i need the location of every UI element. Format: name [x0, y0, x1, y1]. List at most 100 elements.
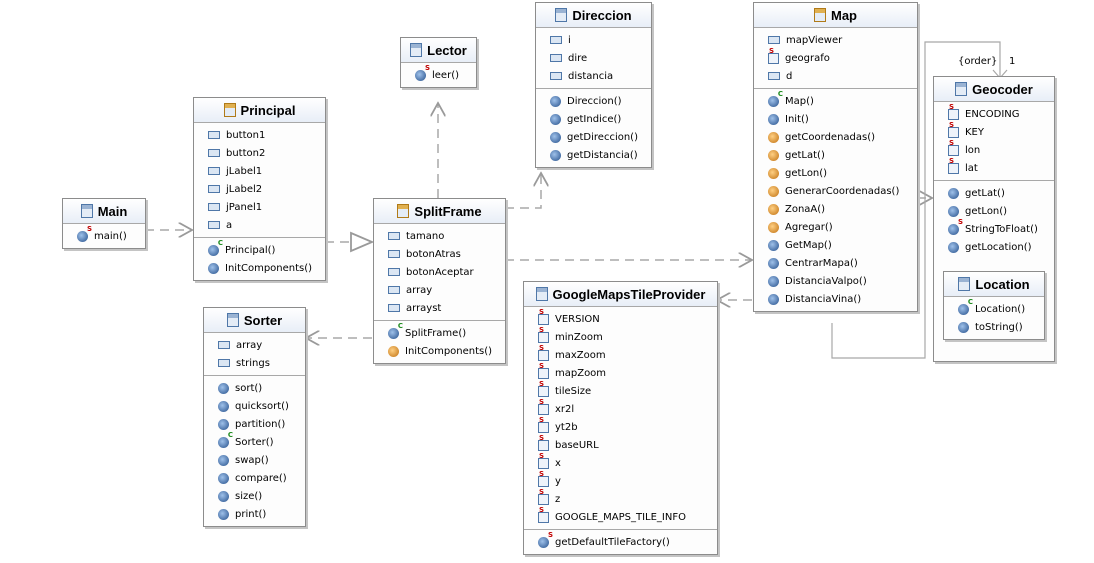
operation-row[interactable]: Init(): [768, 110, 917, 128]
class-box-main[interactable]: Mainmain(): [62, 198, 146, 249]
operation-name: swap(): [235, 454, 269, 466]
operation-row[interactable]: getDistancia(): [550, 146, 651, 164]
operation-row[interactable]: CentrarMapa(): [768, 254, 917, 272]
attribute-row[interactable]: i: [550, 31, 651, 49]
attribute-name: d: [786, 70, 793, 82]
attribute-row[interactable]: ENCODING: [948, 103, 1054, 123]
operation-name: SplitFrame(): [405, 327, 467, 339]
attribute-row[interactable]: xr2l: [538, 398, 717, 418]
operation-row[interactable]: getLon(): [948, 202, 1054, 220]
operation-name: getDefaultTileFactory(): [555, 536, 670, 548]
operation-row[interactable]: sort(): [218, 379, 305, 397]
attribute-row[interactable]: button1: [208, 126, 325, 144]
attribute-name: jPanel1: [226, 201, 263, 213]
attribute-row[interactable]: x: [538, 452, 717, 472]
operation-row[interactable]: StringToFloat(): [948, 218, 1054, 238]
operation-row[interactable]: getIndice(): [550, 110, 651, 128]
attribute-row[interactable]: array: [218, 336, 305, 354]
class-box-location[interactable]: LocationLocation()toString(): [943, 271, 1045, 340]
class-name: SplitFrame: [414, 203, 482, 219]
attribute-row[interactable]: lat: [948, 157, 1054, 177]
private-method-icon: [768, 203, 779, 215]
operation-row[interactable]: DistanciaValpo(): [768, 272, 917, 290]
class-name: Sorter: [243, 312, 283, 328]
operation-row[interactable]: getLocation(): [948, 238, 1054, 256]
attribute-row[interactable]: z: [538, 488, 717, 508]
operation-name: sort(): [235, 382, 263, 394]
operation-row[interactable]: getCoordenadas(): [768, 128, 917, 146]
operation-row[interactable]: getDireccion(): [550, 128, 651, 146]
attribute-row[interactable]: arrayst: [388, 299, 505, 317]
attribute-row[interactable]: jPanel1: [208, 198, 325, 216]
operation-name: getDistancia(): [567, 149, 638, 161]
operation-row[interactable]: getLat(): [948, 184, 1054, 202]
operation-row[interactable]: print(): [218, 505, 305, 523]
attribute-row[interactable]: jLabel1: [208, 162, 325, 180]
operation-row[interactable]: Map(): [768, 90, 917, 110]
attribute-row[interactable]: jLabel2: [208, 180, 325, 198]
operation-row[interactable]: Agregar(): [768, 218, 917, 236]
attribute-row[interactable]: minZoom: [538, 326, 717, 346]
attribute-row[interactable]: tileSize: [538, 380, 717, 400]
operation-row[interactable]: compare(): [218, 469, 305, 487]
field-icon: [550, 72, 562, 80]
attribute-row[interactable]: d: [768, 67, 917, 85]
attribute-row[interactable]: geografo: [768, 47, 917, 67]
operation-row[interactable]: getLon(): [768, 164, 917, 182]
attribute-row[interactable]: button2: [208, 144, 325, 162]
class-box-lector[interactable]: Lectorleer(): [400, 37, 477, 88]
attribute-row[interactable]: baseURL: [538, 434, 717, 454]
operation-name: InitComponents(): [225, 262, 313, 274]
operation-row[interactable]: getDefaultTileFactory(): [538, 531, 717, 551]
attribute-name: tamano: [406, 230, 445, 242]
attribute-row[interactable]: VERSION: [538, 308, 717, 328]
class-box-gmtp[interactable]: GoogleMapsTileProviderVERSIONminZoommaxZ…: [523, 281, 718, 555]
attribute-row[interactable]: dire: [550, 49, 651, 67]
class-box-map[interactable]: MapmapViewergeografodMap()Init()getCoord…: [753, 2, 918, 312]
attribute-row[interactable]: tamano: [388, 227, 505, 245]
attribute-row[interactable]: yt2b: [538, 416, 717, 436]
operation-row[interactable]: ZonaA(): [768, 200, 917, 218]
operation-row[interactable]: Principal(): [208, 239, 325, 259]
operation-name: Agregar(): [785, 221, 833, 233]
attribute-row[interactable]: mapViewer: [768, 31, 917, 49]
operation-row[interactable]: partition(): [218, 415, 305, 433]
operation-row[interactable]: main(): [77, 225, 145, 245]
attribute-row[interactable]: botonAtras: [388, 245, 505, 263]
operation-row[interactable]: GetMap(): [768, 236, 917, 254]
operation-row[interactable]: GenerarCoordenadas(): [768, 182, 917, 200]
method-icon: [768, 239, 779, 251]
operation-row[interactable]: Direccion(): [550, 92, 651, 110]
operation-row[interactable]: DistanciaVina(): [768, 290, 917, 308]
operation-row[interactable]: toString(): [958, 318, 1044, 336]
attribute-row[interactable]: mapZoom: [538, 362, 717, 382]
attribute-row[interactable]: botonAceptar: [388, 263, 505, 281]
operation-row[interactable]: SplitFrame(): [388, 322, 505, 342]
attribute-row[interactable]: maxZoom: [538, 344, 717, 364]
operation-row[interactable]: leer(): [415, 64, 476, 84]
class-name: Location: [975, 276, 1030, 292]
attribute-name: jLabel1: [226, 165, 263, 177]
operation-row[interactable]: InitComponents(): [388, 342, 505, 360]
operation-row[interactable]: getLat(): [768, 146, 917, 164]
attribute-row[interactable]: y: [538, 470, 717, 490]
operation-row[interactable]: Location(): [958, 298, 1044, 318]
operation-row[interactable]: size(): [218, 487, 305, 505]
operation-row[interactable]: swap(): [218, 451, 305, 469]
operation-row[interactable]: quicksort(): [218, 397, 305, 415]
attribute-row[interactable]: GOOGLE_MAPS_TILE_INFO: [538, 506, 717, 526]
attribute-row[interactable]: a: [208, 216, 325, 234]
operation-name: StringToFloat(): [965, 223, 1038, 235]
operation-row[interactable]: InitComponents(): [208, 259, 325, 277]
attribute-row[interactable]: lon: [948, 139, 1054, 159]
operation-row[interactable]: Sorter(): [218, 431, 305, 451]
attribute-row[interactable]: distancia: [550, 67, 651, 85]
attribute-row[interactable]: KEY: [948, 121, 1054, 141]
attribute-row[interactable]: array: [388, 281, 505, 299]
attribute-row[interactable]: strings: [218, 354, 305, 372]
